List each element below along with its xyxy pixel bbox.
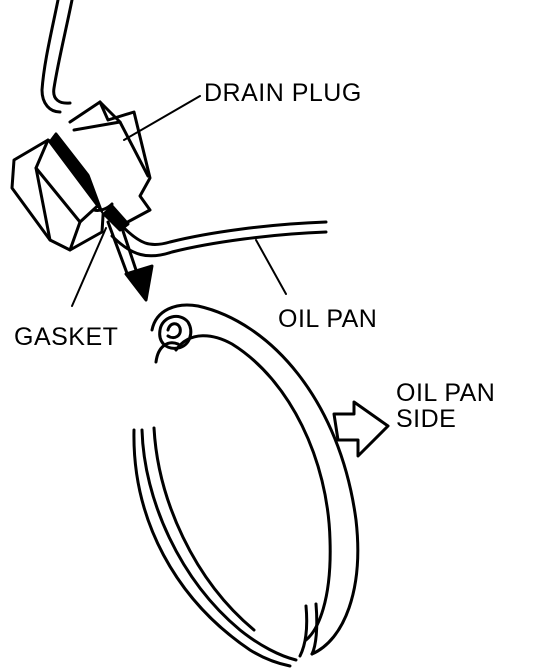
- gasket-label: GASKET: [14, 323, 119, 351]
- oil-pan-side-label-line1: OIL PAN: [396, 379, 496, 407]
- removal-arrow: [106, 220, 154, 302]
- oil-pan-wall: [40, 0, 74, 114]
- drain-plug-leader: [123, 95, 201, 141]
- oil-pan-label: OIL PAN: [278, 305, 378, 333]
- oil-pan-side-label-line2: SIDE: [396, 405, 457, 433]
- oil-pan-leader: [255, 239, 287, 295]
- gasket-leader: [71, 227, 107, 307]
- oil-pan-bottom: [110, 220, 328, 258]
- drain-plug-label: DRAIN PLUG: [204, 79, 362, 107]
- oil-pan-side-arrow: [332, 400, 390, 458]
- gasket-ring: [132, 303, 360, 668]
- drain-plug: [10, 100, 152, 252]
